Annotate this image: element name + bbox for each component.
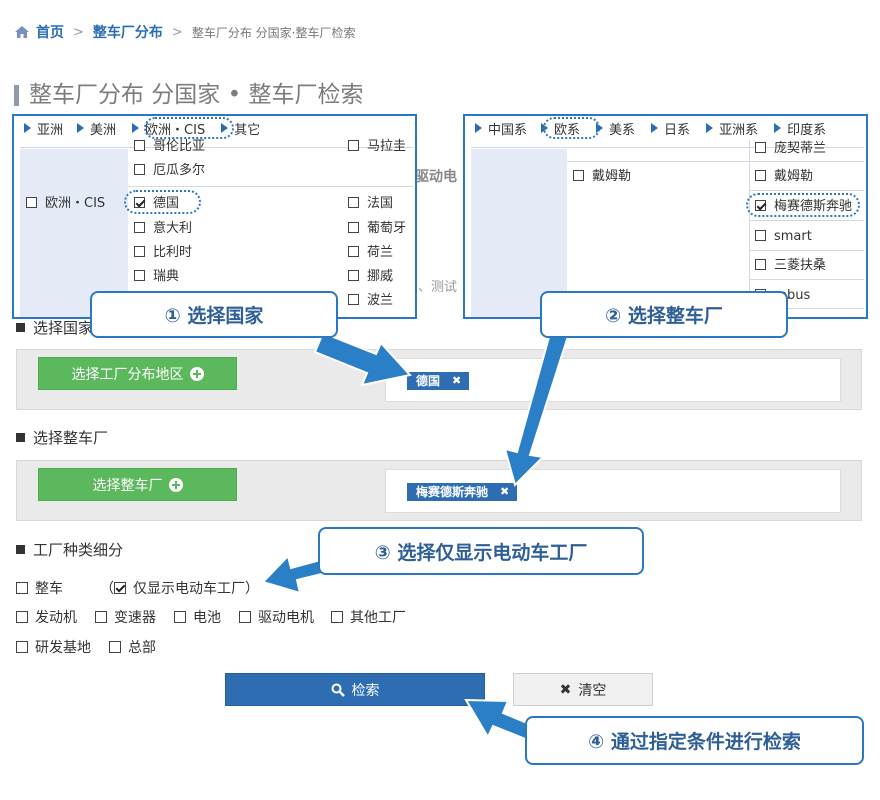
- maker-smart[interactable]: smart: [755, 229, 812, 245]
- country-poland[interactable]: 波兰: [348, 293, 393, 309]
- country-italy[interactable]: 意大利: [134, 221, 192, 237]
- select-region-button[interactable]: 选择工厂分布地区: [38, 357, 237, 390]
- checkbox-engine[interactable]: 发动机: [16, 609, 77, 627]
- highlight-tab-europe: [144, 117, 234, 139]
- breadcrumb-section-link[interactable]: 整车厂分布: [92, 25, 163, 41]
- country-colombia[interactable]: 哥伦比亚: [134, 139, 205, 155]
- caret-right-icon: [475, 123, 482, 133]
- chevron-right-icon: >: [171, 24, 183, 40]
- search-button[interactable]: 检索: [225, 673, 485, 706]
- caret-right-icon: [774, 123, 782, 133]
- callout-search: ④ 通过指定条件进行检索: [525, 716, 864, 765]
- country-uruguay[interactable]: 马拉圭: [348, 139, 406, 155]
- page-title-text: 整车厂分布 分国家 • 整车厂检索: [29, 82, 364, 108]
- country-picker-popup: 亚洲 美洲 欧洲・CIS 其它 哥伦比亚 马拉圭 厄瓜多尔 欧洲・CIS 德国 …: [12, 114, 417, 319]
- tab-american[interactable]: 美系: [596, 119, 635, 138]
- page-title: 整车厂分布 分国家 • 整车厂检索: [14, 80, 364, 110]
- callout-select-country: ① 选择国家: [90, 291, 338, 338]
- country-norway[interactable]: 挪威: [348, 269, 393, 285]
- country-portugal[interactable]: 葡萄牙: [348, 221, 406, 237]
- country-france[interactable]: 法国: [348, 196, 393, 212]
- title-accent-bar: [14, 84, 19, 106]
- breadcrumb-home-link[interactable]: 首页: [36, 25, 64, 41]
- callout-ev-only: ③ 选择仅显示电动车工厂: [318, 527, 644, 575]
- checkbox-drive-motor[interactable]: 驱动电机: [239, 609, 314, 627]
- section-heading-maker: 选择整车厂: [16, 428, 108, 448]
- clear-button[interactable]: ✖ 清空: [513, 673, 653, 706]
- search-icon: [331, 683, 345, 697]
- tab-asian[interactable]: 亚洲系: [706, 119, 758, 138]
- select-maker-button[interactable]: 选择整车厂: [38, 468, 237, 501]
- selected-tag-mercedes[interactable]: 梅赛德斯奔驰✖: [407, 483, 518, 501]
- maker-partial-top[interactable]: 庞契蒂兰: [755, 141, 826, 157]
- square-bullet-icon: [16, 545, 25, 554]
- caret-right-icon: [651, 123, 659, 133]
- caret-right-icon: [706, 123, 714, 133]
- maker-group-list: [471, 149, 567, 317]
- maker-group-daimler[interactable]: 戴姆勒: [573, 169, 631, 185]
- region-list: [20, 149, 128, 317]
- breadcrumb-current: 整车厂分布 分国家·整车厂检索: [191, 25, 356, 40]
- square-bullet-icon: [16, 433, 25, 442]
- selected-maker-box: 梅赛德斯奔驰✖: [385, 469, 841, 513]
- caret-right-icon: [24, 123, 31, 133]
- tab-indian[interactable]: 印度系: [774, 119, 826, 138]
- maker-group-tabs: 中国系 欧系 美系 日系 亚洲系 印度系: [465, 116, 866, 140]
- caret-right-icon: [77, 123, 85, 133]
- checkbox-transmission[interactable]: 变速器: [95, 609, 156, 627]
- maker-daimler[interactable]: 戴姆勒: [755, 169, 813, 185]
- checkbox-other-factory[interactable]: 其他工厂: [331, 609, 406, 627]
- region-europe-cis[interactable]: 欧洲・CIS: [26, 196, 105, 212]
- caret-right-icon: [132, 123, 140, 133]
- checked-checkbox[interactable]: [114, 582, 126, 594]
- close-icon[interactable]: ✖: [500, 485, 510, 498]
- checkbox-ev-only[interactable]: （仅显示电动车工厂）: [100, 581, 259, 597]
- maker-mitsubishi-fuso[interactable]: 三菱扶桑: [755, 258, 826, 274]
- tab-japanese[interactable]: 日系: [651, 119, 690, 138]
- plus-circle-icon: [189, 366, 204, 381]
- tab-chinese[interactable]: 中国系: [475, 119, 527, 138]
- callout-select-maker: ② 选择整车厂: [540, 291, 788, 338]
- home-icon: [15, 26, 29, 38]
- section-heading-country: 选择国家: [16, 318, 93, 338]
- country-sweden[interactable]: 瑞典: [134, 269, 179, 285]
- tab-asia[interactable]: 亚洲: [24, 119, 63, 138]
- plus-circle-icon: [168, 477, 183, 492]
- highlight-mercedes: [746, 193, 860, 217]
- selected-tag-germany[interactable]: 德国✖: [407, 372, 470, 390]
- chevron-right-icon: >: [73, 24, 84, 40]
- country-ecuador[interactable]: 厄瓜多尔: [134, 163, 205, 179]
- obscured-text: 、测试: [418, 280, 458, 295]
- country-belgium[interactable]: 比利时: [134, 245, 192, 261]
- breadcrumb: 首页 > 整车厂分布 > 整车厂分布 分国家·整车厂检索: [14, 22, 355, 42]
- square-bullet-icon: [16, 323, 25, 332]
- tab-america[interactable]: 美洲: [77, 119, 116, 138]
- obscured-text: 驱动电: [415, 169, 457, 185]
- country-netherlands[interactable]: 荷兰: [348, 245, 393, 261]
- tab-europe-cis[interactable]: 欧洲・CIS: [132, 119, 205, 138]
- arrow-search: [464, 698, 536, 742]
- checkbox-headquarters[interactable]: 总部: [109, 639, 156, 657]
- checkbox-battery[interactable]: 电池: [174, 609, 221, 627]
- selected-country-box: 德国✖: [385, 358, 841, 402]
- country-panel: 选择工厂分布地区 德国✖: [16, 349, 862, 410]
- checkbox-whole-vehicle[interactable]: 整车: [16, 580, 63, 598]
- maker-panel: 选择整车厂 梅赛德斯奔驰✖: [16, 460, 862, 521]
- highlight-germany: [124, 190, 201, 214]
- close-icon[interactable]: ✖: [452, 374, 462, 387]
- highlight-tab-european: [543, 117, 600, 139]
- close-x-icon: ✖: [559, 681, 572, 698]
- section-heading-factory-type: 工厂种类细分: [16, 540, 123, 560]
- checkbox-rd-base[interactable]: 研发基地: [16, 639, 91, 657]
